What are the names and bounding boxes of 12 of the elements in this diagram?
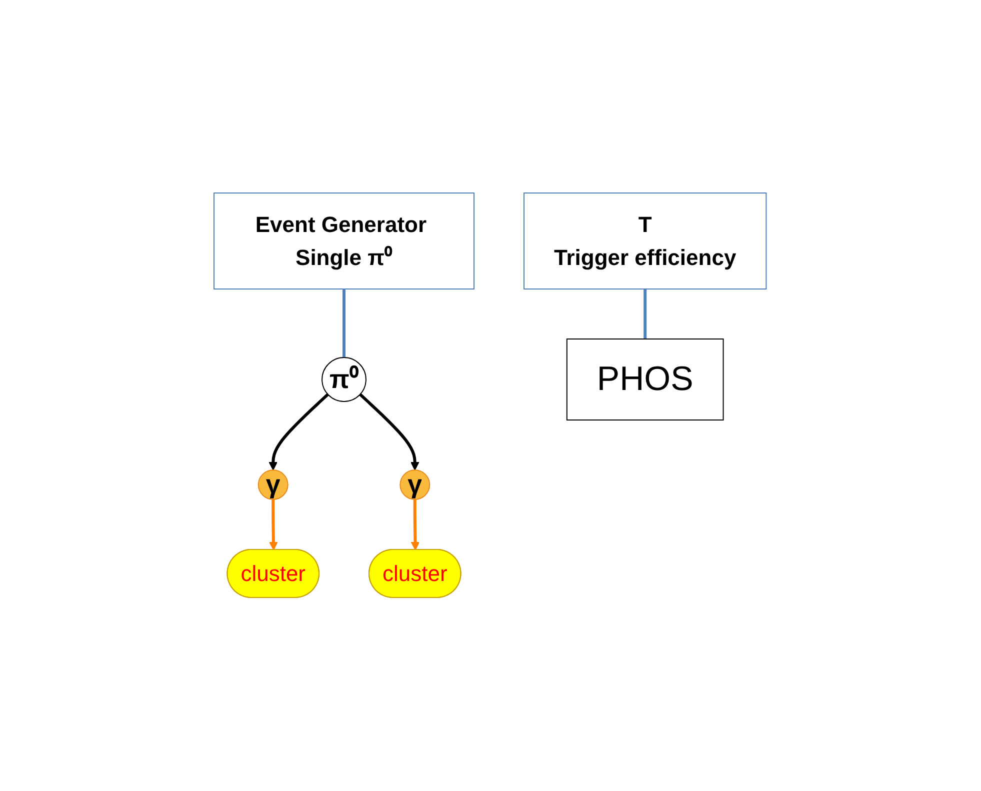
arrow [360, 394, 420, 471]
node-box: PHOS [566, 338, 724, 421]
arrow [411, 500, 420, 551]
connector [342, 289, 346, 358]
connector [644, 289, 647, 340]
arrow [269, 394, 330, 471]
arrow [269, 500, 278, 551]
node-circle: π⁰ [322, 357, 367, 402]
node-circle: γ [400, 470, 431, 500]
node-box: Event Generator Single π⁰ [214, 192, 475, 290]
node-circle: γ [258, 470, 289, 500]
node-box: T Trigger efficiency [524, 192, 768, 290]
